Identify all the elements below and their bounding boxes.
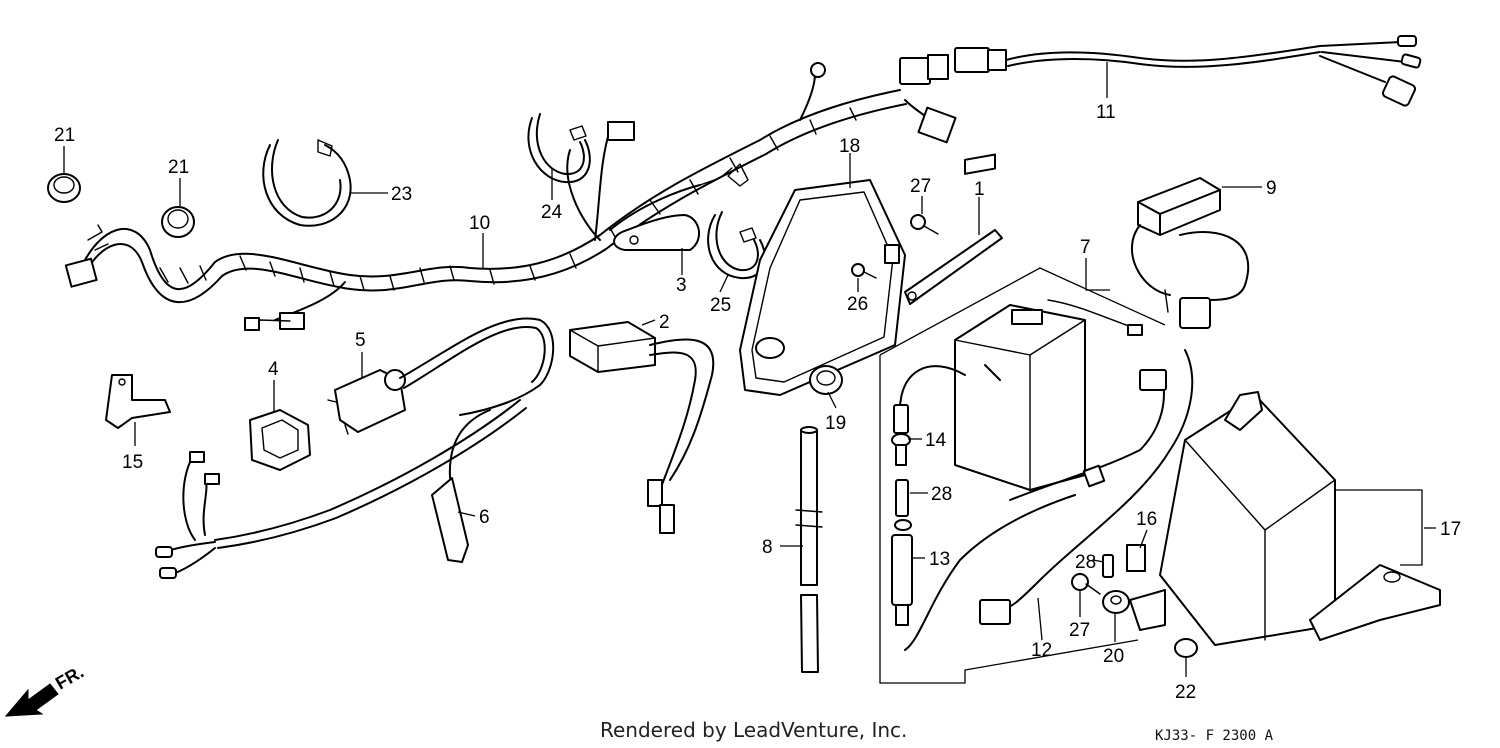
- bolt-27a: [910, 214, 939, 235]
- callout-13: 13: [929, 549, 950, 570]
- holder-3: [613, 214, 700, 251]
- callout-10: 10: [469, 213, 490, 234]
- callout-3: 3: [676, 275, 687, 296]
- callout-2: 2: [659, 312, 670, 333]
- callout-8: 8: [762, 537, 773, 558]
- fuse-holder-parts: [891, 404, 913, 626]
- screw-26: [851, 263, 877, 279]
- fuse-box-17: [1129, 391, 1441, 646]
- callout-7: 7: [1080, 237, 1091, 258]
- sub-harness: [954, 35, 1422, 107]
- breather-tube-8: [795, 426, 823, 673]
- bracket-1: [904, 229, 1003, 305]
- render-credit: Rendered by LeadVenture, Inc.: [600, 718, 907, 742]
- resistor-9: [1130, 177, 1250, 329]
- callout-24: 24: [541, 202, 563, 223]
- plug-cap-6: [431, 409, 491, 563]
- callout-16: 16: [1136, 509, 1157, 530]
- arrow-icon: [4, 683, 59, 717]
- band-24: [527, 113, 635, 241]
- callout-14: 14: [925, 430, 947, 451]
- callout-25: 25: [710, 295, 731, 316]
- battery-group-outline: [879, 267, 1166, 684]
- callout-1: 1: [974, 179, 985, 200]
- relay-2: [569, 321, 715, 534]
- callout-27a: 27: [910, 176, 931, 197]
- fuse-28b: [1102, 554, 1114, 578]
- callout-19: 19: [825, 413, 846, 434]
- front-direction-arrow: FR.: [4, 662, 87, 717]
- callout-23: 23: [391, 184, 412, 205]
- callout-26: 26: [847, 294, 868, 315]
- bracket-15: [105, 374, 171, 429]
- bolt-27b: [1071, 573, 1101, 595]
- clamp-4: [249, 409, 311, 471]
- callout-labels: 21 21 23 24 10 11 18 27 1 9 7 3 25 26 2 …: [54, 102, 1461, 703]
- battery-cable-12: [899, 349, 1194, 651]
- callout-4: 4: [268, 359, 279, 380]
- callout-21a: 21: [54, 125, 75, 146]
- fuse-holder-16: [1126, 544, 1146, 572]
- callout-21b: 21: [168, 157, 189, 178]
- grommet-21b: [161, 206, 195, 238]
- battery-cover-18: [739, 179, 906, 396]
- callout-15: 15: [122, 452, 143, 473]
- callout-17: 17: [1440, 519, 1461, 540]
- callout-28a: 28: [931, 484, 952, 505]
- diagram-code: KJ33- F 2300 A: [1155, 728, 1274, 744]
- band-25: [707, 211, 766, 280]
- ignition-coil-5: [327, 317, 555, 435]
- callout-5: 5: [355, 330, 366, 351]
- callout-20: 20: [1103, 646, 1124, 667]
- leader-lines: [63, 62, 1436, 677]
- callout-12: 12: [1031, 640, 1052, 661]
- callout-27b: 27: [1069, 620, 1090, 641]
- screw-22: [1174, 638, 1198, 658]
- callout-22: 22: [1175, 682, 1196, 703]
- washer-20: [1102, 590, 1130, 614]
- band-23: [262, 139, 352, 227]
- callout-28b: 28: [1075, 552, 1096, 573]
- callout-6: 6: [479, 507, 490, 528]
- grommet-19: [809, 365, 843, 395]
- callout-18: 18: [839, 136, 860, 157]
- grommet-21a: [47, 173, 81, 203]
- callout-9: 9: [1266, 178, 1277, 199]
- front-label: FR.: [52, 662, 87, 694]
- callout-11: 11: [1096, 102, 1116, 123]
- main-wire-harness: [64, 54, 957, 331]
- cable-lower-left: [155, 399, 527, 579]
- battery-7: [954, 153, 1143, 491]
